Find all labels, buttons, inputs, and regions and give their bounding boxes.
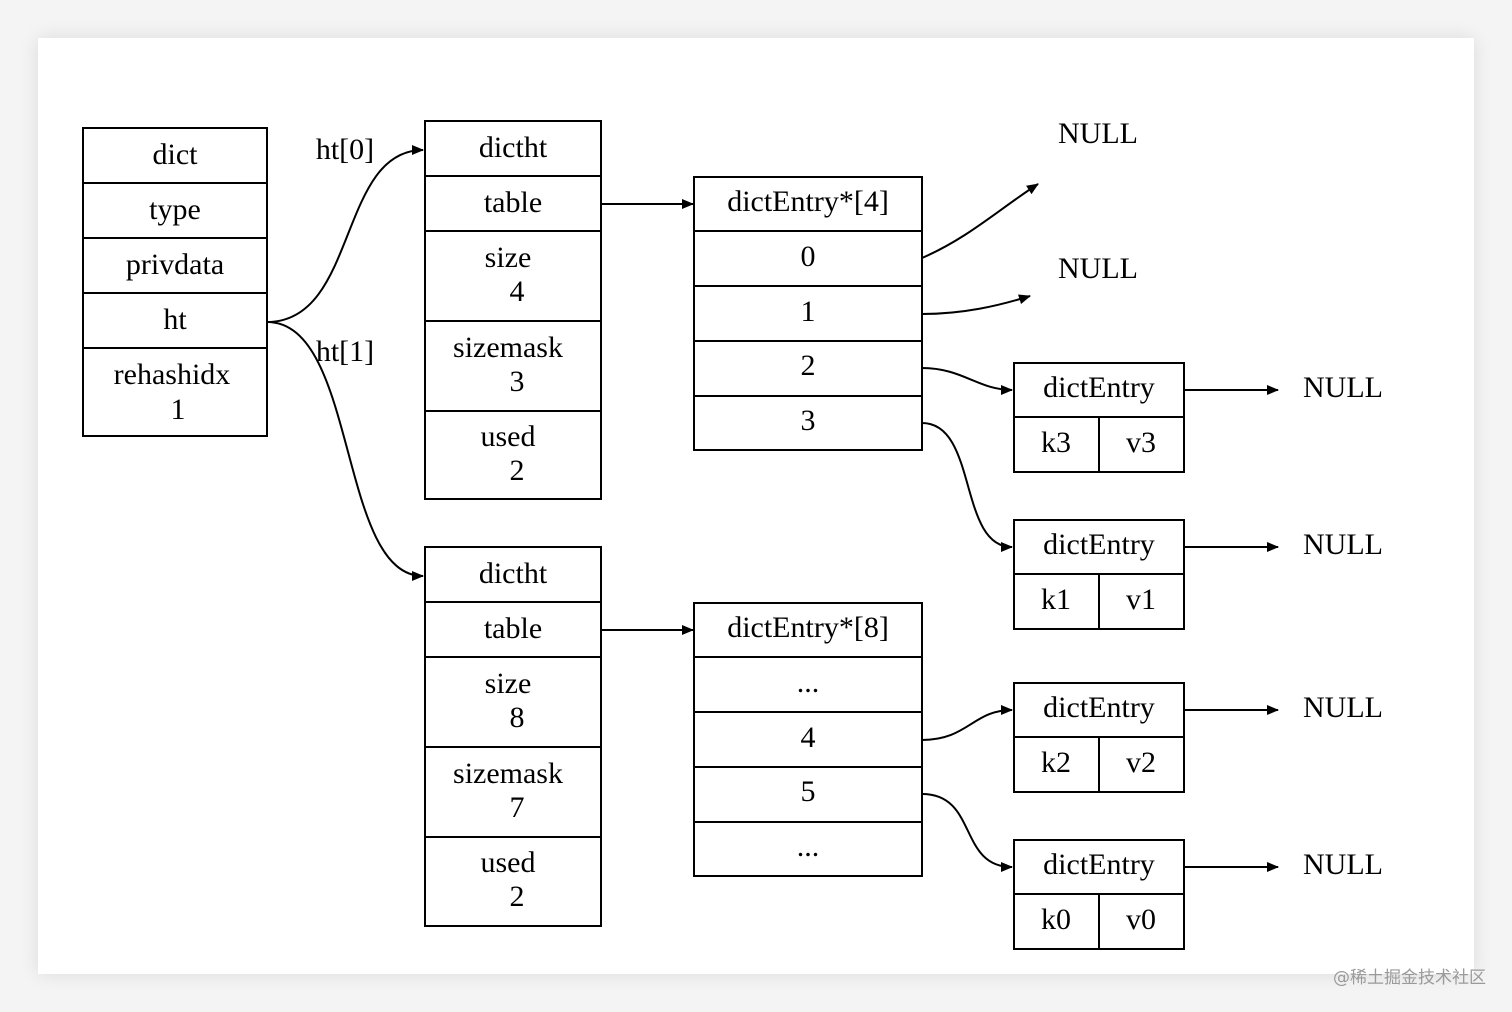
watermark: @稀土掘金技术社区 — [1333, 968, 1486, 988]
edge-slot4-entry-k2 — [921, 705, 1013, 741]
dictht-1-title: dictht — [479, 557, 548, 590]
bucket-4-slot-1: 1 — [801, 295, 816, 328]
edge-slot2-entry-k3 — [921, 367, 1013, 395]
dictht-0-table: table — [484, 186, 542, 219]
dict-title: dict — [153, 138, 199, 171]
bucket-4-slot-0: 0 — [801, 240, 816, 273]
dict-field-rehashidx: rehashidx — [114, 358, 231, 391]
dictht-1-node: dictht table size 8 sizemask 7 used 2 — [424, 546, 602, 927]
bucket-4-slot-2: 2 — [801, 349, 816, 382]
bucket-array-8: dictEntry*[8] ... 4 5 ... — [693, 602, 923, 877]
dict-entry-k0: dictEntry k0 v0 — [1013, 839, 1185, 950]
edge-slot0-null — [921, 183, 1039, 259]
dict-entry-k0-title: dictEntry — [1043, 848, 1155, 881]
bucket-8-slot-ellipsis-top: ... — [797, 666, 820, 699]
dict-entry-k3: dictEntry k3 v3 — [1013, 362, 1185, 473]
null-entry-k1: NULL — [1303, 528, 1383, 561]
bucket-4-slot-3: 3 — [801, 404, 816, 437]
edge-slot3-entry-k1 — [921, 422, 1013, 552]
dict-entry-k2-value: v2 — [1126, 746, 1156, 779]
bucket-8-slot-4: 4 — [801, 721, 816, 754]
diagram-card: dict type privdata ht rehashidx 1 ht[0] … — [38, 38, 1474, 974]
dictht-1-size-value: 8 — [510, 701, 525, 734]
dictht-0-size-label: size — [485, 241, 532, 274]
edge-slot5-entry-k0 — [921, 793, 1013, 872]
edge-label-ht1: ht[1] — [316, 335, 374, 368]
bucket-8-slot-ellipsis-bottom: ... — [797, 830, 820, 863]
dict-entry-k3-value: v3 — [1126, 426, 1156, 459]
dictht-0-used-label: used — [481, 420, 536, 453]
bucket-array-4-title: dictEntry*[4] — [727, 185, 889, 218]
dictht-1-size-label: size — [485, 667, 532, 700]
dict-structure-diagram: dict type privdata ht rehashidx 1 ht[0] … — [82, 117, 1383, 950]
dict-entry-k3-key: k3 — [1041, 426, 1071, 459]
bucket-array-4: dictEntry*[4] 0 1 2 3 — [693, 176, 923, 451]
dictht-0-used-value: 2 — [510, 454, 525, 487]
edge-ht0 — [266, 145, 424, 323]
bucket-array-8-title: dictEntry*[8] — [727, 611, 889, 644]
dictht-1-used-value: 2 — [510, 880, 525, 913]
dictht-1-sizemask-label: sizemask — [453, 757, 563, 790]
dictht-1-used-label: used — [481, 846, 536, 879]
dictht-1-table: table — [484, 612, 542, 645]
dictht-0-size-value: 4 — [510, 275, 525, 308]
dict-entry-k1-value: v1 — [1126, 583, 1156, 616]
dict-field-privdata: privdata — [126, 248, 224, 281]
bucket-8-slot-5: 5 — [801, 775, 816, 808]
dictht-0-sizemask-label: sizemask — [453, 331, 563, 364]
dict-entry-k1: dictEntry k1 v1 — [1013, 519, 1185, 630]
dict-entry-k3-title: dictEntry — [1043, 371, 1155, 404]
dict-field-ht: ht — [163, 303, 187, 336]
null-slot-0: NULL — [1058, 117, 1138, 150]
dict-entry-k0-value: v0 — [1126, 903, 1156, 936]
null-entry-k0: NULL — [1303, 848, 1383, 881]
dict-entry-k2-key: k2 — [1041, 746, 1071, 779]
dict-node: dict type privdata ht rehashidx 1 — [82, 127, 268, 437]
dict-entry-k2-title: dictEntry — [1043, 691, 1155, 724]
dictht-0-title: dictht — [479, 131, 548, 164]
dict-entry-k1-key: k1 — [1041, 583, 1071, 616]
dict-entry-k1-title: dictEntry — [1043, 528, 1155, 561]
dict-entry-k2: dictEntry k2 v2 — [1013, 682, 1185, 793]
dictht-1-sizemask-value: 7 — [510, 791, 525, 824]
edge-label-ht0: ht[0] — [316, 133, 374, 166]
dictht-0-node: dictht table size 4 sizemask 3 used 2 — [424, 120, 602, 500]
dict-field-type: type — [149, 193, 201, 226]
edge-ht1 — [266, 321, 424, 581]
edge-slot1-null — [921, 294, 1031, 315]
null-entry-k2: NULL — [1303, 691, 1383, 724]
null-slot-1: NULL — [1058, 252, 1138, 285]
dict-rehashidx-value: 1 — [171, 393, 186, 426]
dictht-0-sizemask-value: 3 — [510, 365, 525, 398]
dict-entry-k0-key: k0 — [1041, 903, 1071, 936]
null-entry-k3: NULL — [1303, 371, 1383, 404]
